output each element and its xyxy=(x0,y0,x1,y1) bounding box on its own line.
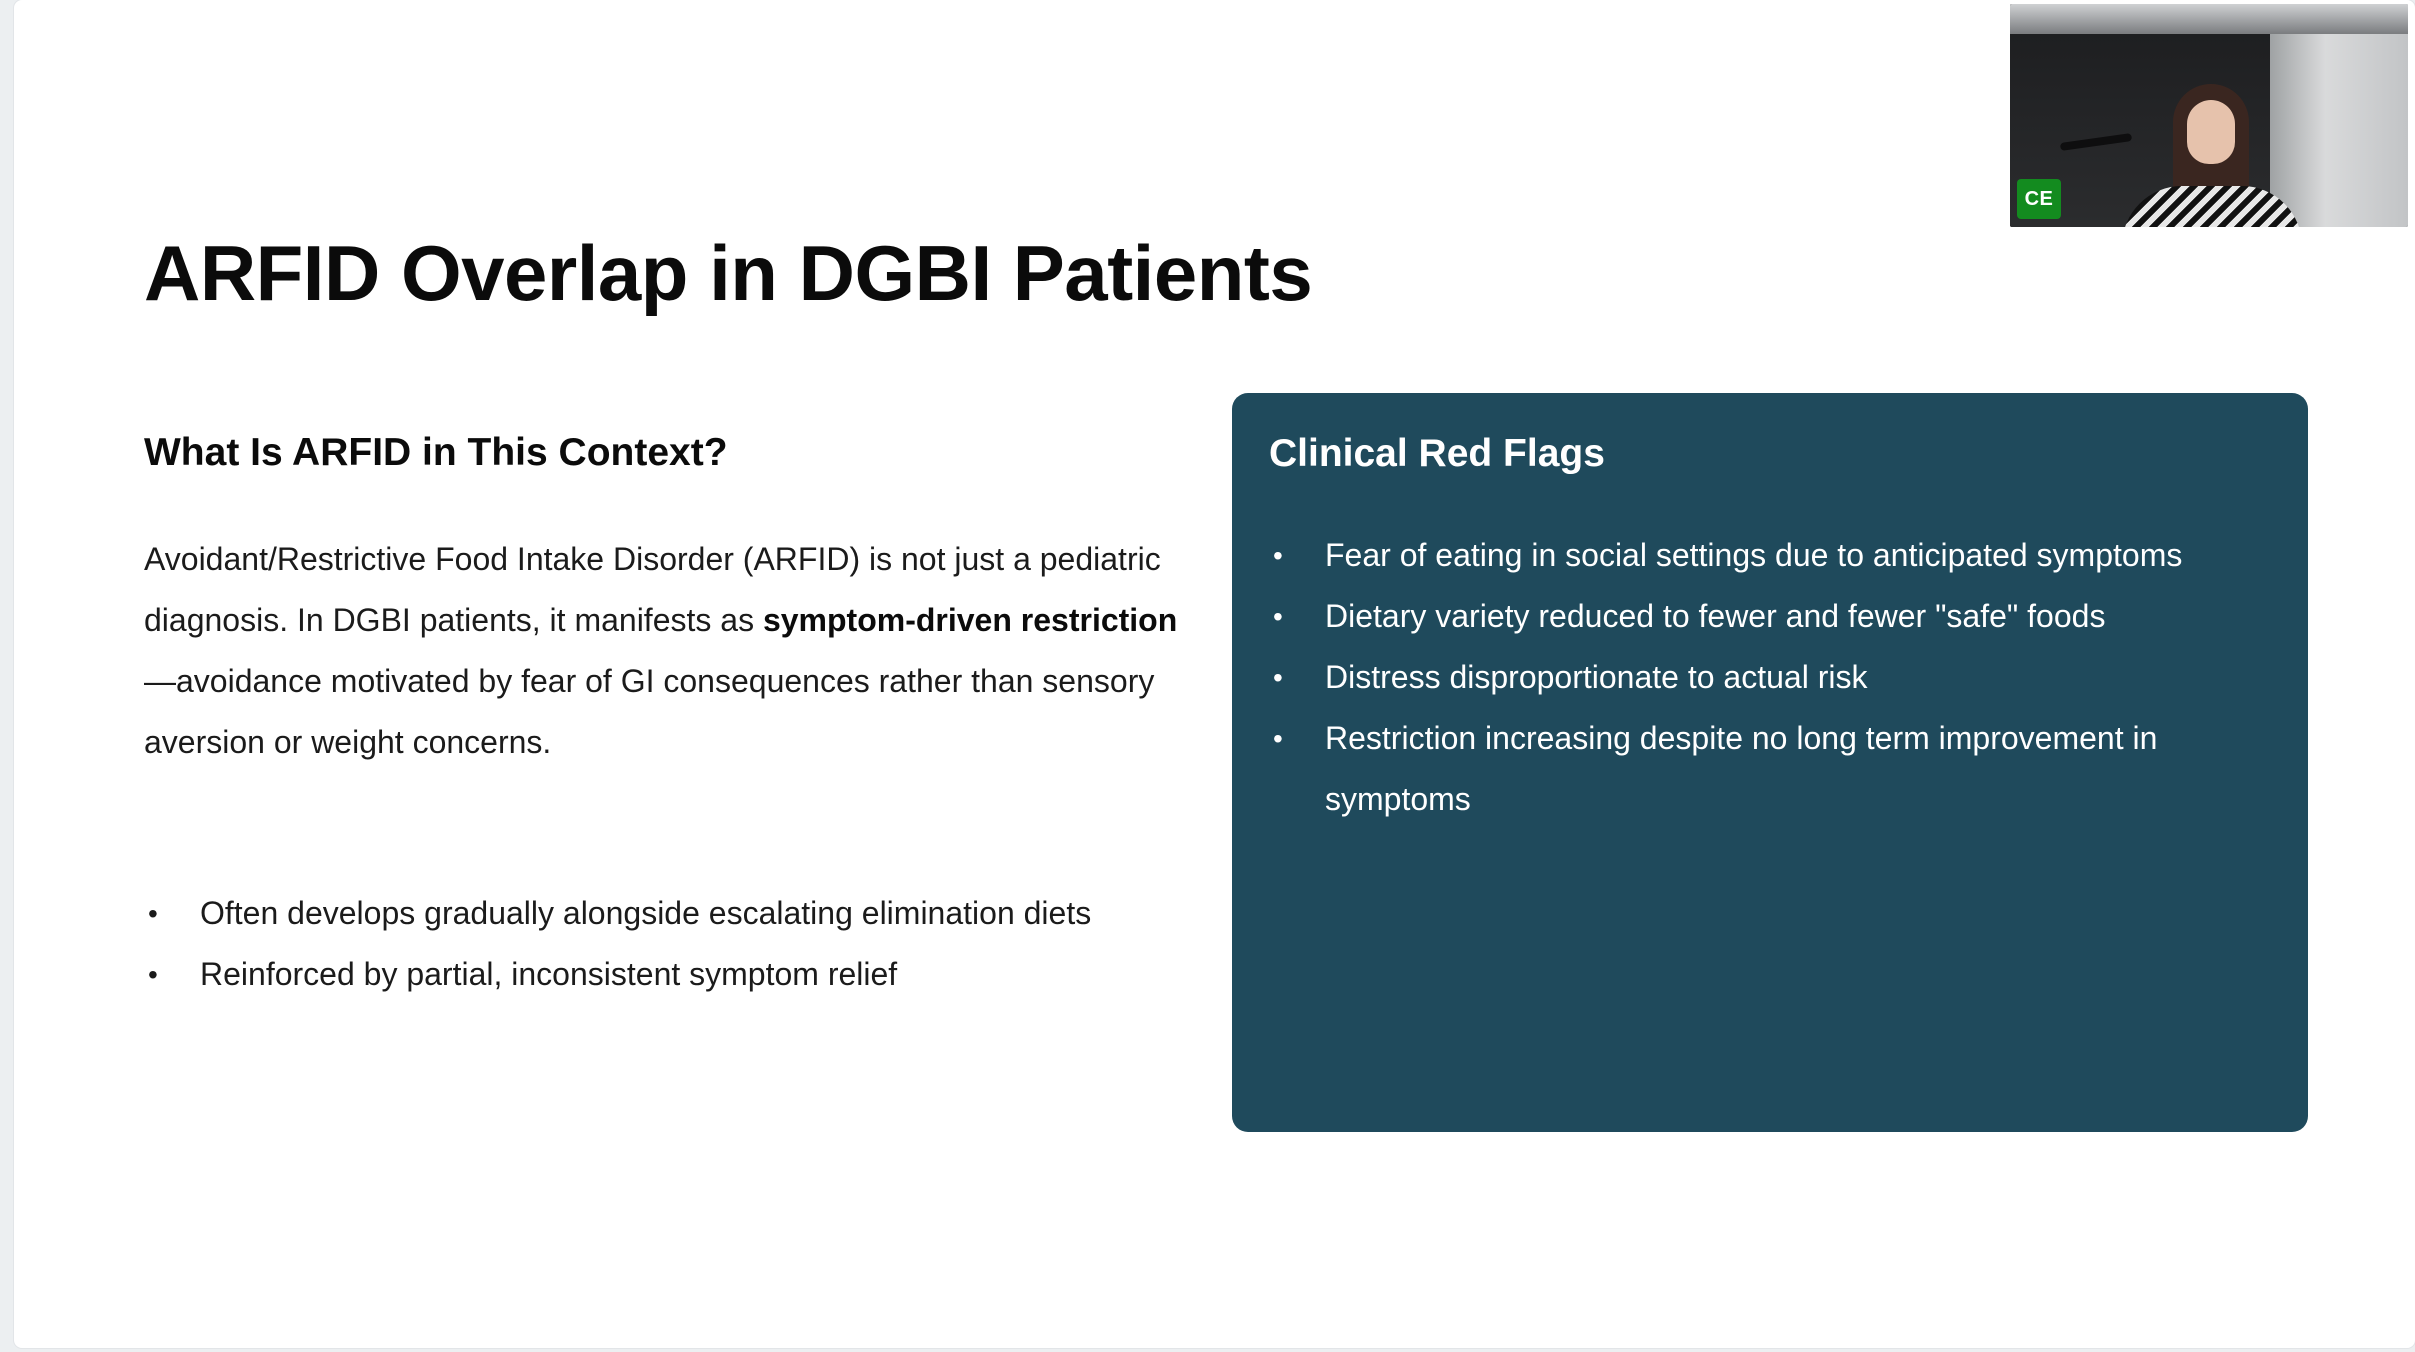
list-item: • Often develops gradually alongside esca… xyxy=(144,883,1194,944)
bullet-icon: • xyxy=(148,897,158,929)
bullet-icon: • xyxy=(1273,539,1283,571)
list-item-text: Distress disproportionate to actual risk xyxy=(1325,658,1868,695)
list-item-text: Restriction increasing despite no long t… xyxy=(1325,719,2158,817)
bullet-icon: • xyxy=(1273,722,1283,754)
list-item: • Distress disproportionate to actual ris… xyxy=(1269,647,2272,708)
context-heading: What Is ARFID in This Context? xyxy=(144,431,728,474)
context-column: What Is ARFID in This Context? Avoidant/… xyxy=(144,430,1194,1005)
list-item-text: Reinforced by partial, inconsistent symp… xyxy=(200,955,898,992)
bullet-icon: • xyxy=(148,958,158,990)
list-item: • Reinforced by partial, inconsistent sym… xyxy=(144,944,1194,1005)
list-item: • Dietary variety reduced to fewer and fe… xyxy=(1269,586,2272,647)
list-item-text: Fear of eating in social settings due to… xyxy=(1325,536,2183,573)
context-paragraph-text: Avoidant/Restrictive Food Intake Disorde… xyxy=(144,540,1161,638)
context-paragraph-text-end: —avoidance motivated by fear of GI conse… xyxy=(144,662,1155,760)
context-bullet-list: • Often develops gradually alongside esca… xyxy=(144,883,1194,1005)
list-item: • Fear of eating in social settings due t… xyxy=(1269,525,2272,586)
context-paragraph: Avoidant/Restrictive Food Intake Disorde… xyxy=(144,529,1194,773)
list-item-text: Often develops gradually alongside escal… xyxy=(200,894,1092,931)
participant-initials-badge: CE xyxy=(2017,179,2061,219)
list-item: • Restriction increasing despite no long … xyxy=(1269,708,2272,830)
slide-title: ARFID Overlap in DGBI Patients xyxy=(144,229,1313,317)
red-flags-list: • Fear of eating in social settings due t… xyxy=(1269,525,2272,830)
red-flags-heading: Clinical Red Flags xyxy=(1269,432,1605,475)
context-paragraph-emphasis: symptom-driven restriction xyxy=(762,601,1178,638)
bullet-icon: • xyxy=(1273,600,1283,632)
list-item-text: Dietary variety reduced to fewer and few… xyxy=(1325,597,2106,634)
participant-video-tile[interactable] xyxy=(2010,4,2408,227)
bullet-icon: • xyxy=(1273,661,1283,693)
red-flags-card: Clinical Red Flags • Fear of eating in so… xyxy=(1232,393,2308,1132)
